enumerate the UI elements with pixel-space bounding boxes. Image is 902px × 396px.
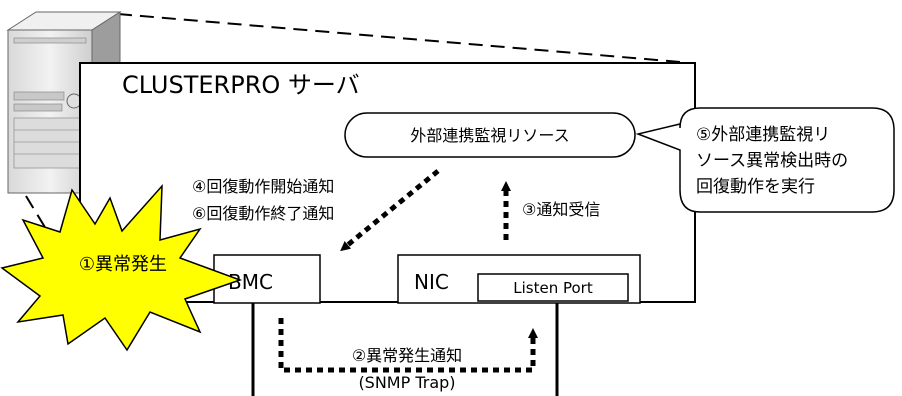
- snmp-trap-label: (SNMP Trap): [358, 373, 455, 392]
- listen-port-label: Listen Port: [513, 279, 593, 297]
- error-occurred-label: ①異常発生: [79, 254, 167, 275]
- callout-bubble: [635, 107, 895, 213]
- error-burst-icon: [0, 183, 243, 352]
- zoom-line-top: [117, 13, 681, 63]
- error-notify-label: ②異常発生通知: [352, 346, 462, 365]
- monitor-resource-box: [344, 112, 636, 158]
- notify-end-label: ⑥回復動作終了通知: [192, 204, 334, 223]
- callout-line-2: ソース異常検出時の: [696, 151, 848, 171]
- listen-port-box: [477, 273, 629, 302]
- callout-line-3: 回復動作を実行: [696, 177, 815, 197]
- notify-receive-label: ③通知受信: [522, 200, 600, 219]
- notify-start-label: ④回復動作開始通知: [192, 177, 334, 196]
- arrow-bmc-to-nic-trap: [278, 318, 538, 373]
- monitor-resource-label: 外部連携監視リソース: [410, 126, 569, 145]
- server-label: CLUSTERPRO サーバ: [122, 71, 360, 99]
- callout-line-1: ⑤外部連携監視リ: [696, 125, 830, 145]
- arrow-monitor-to-bmc: [340, 169, 440, 252]
- nic-label: NIC: [414, 270, 449, 294]
